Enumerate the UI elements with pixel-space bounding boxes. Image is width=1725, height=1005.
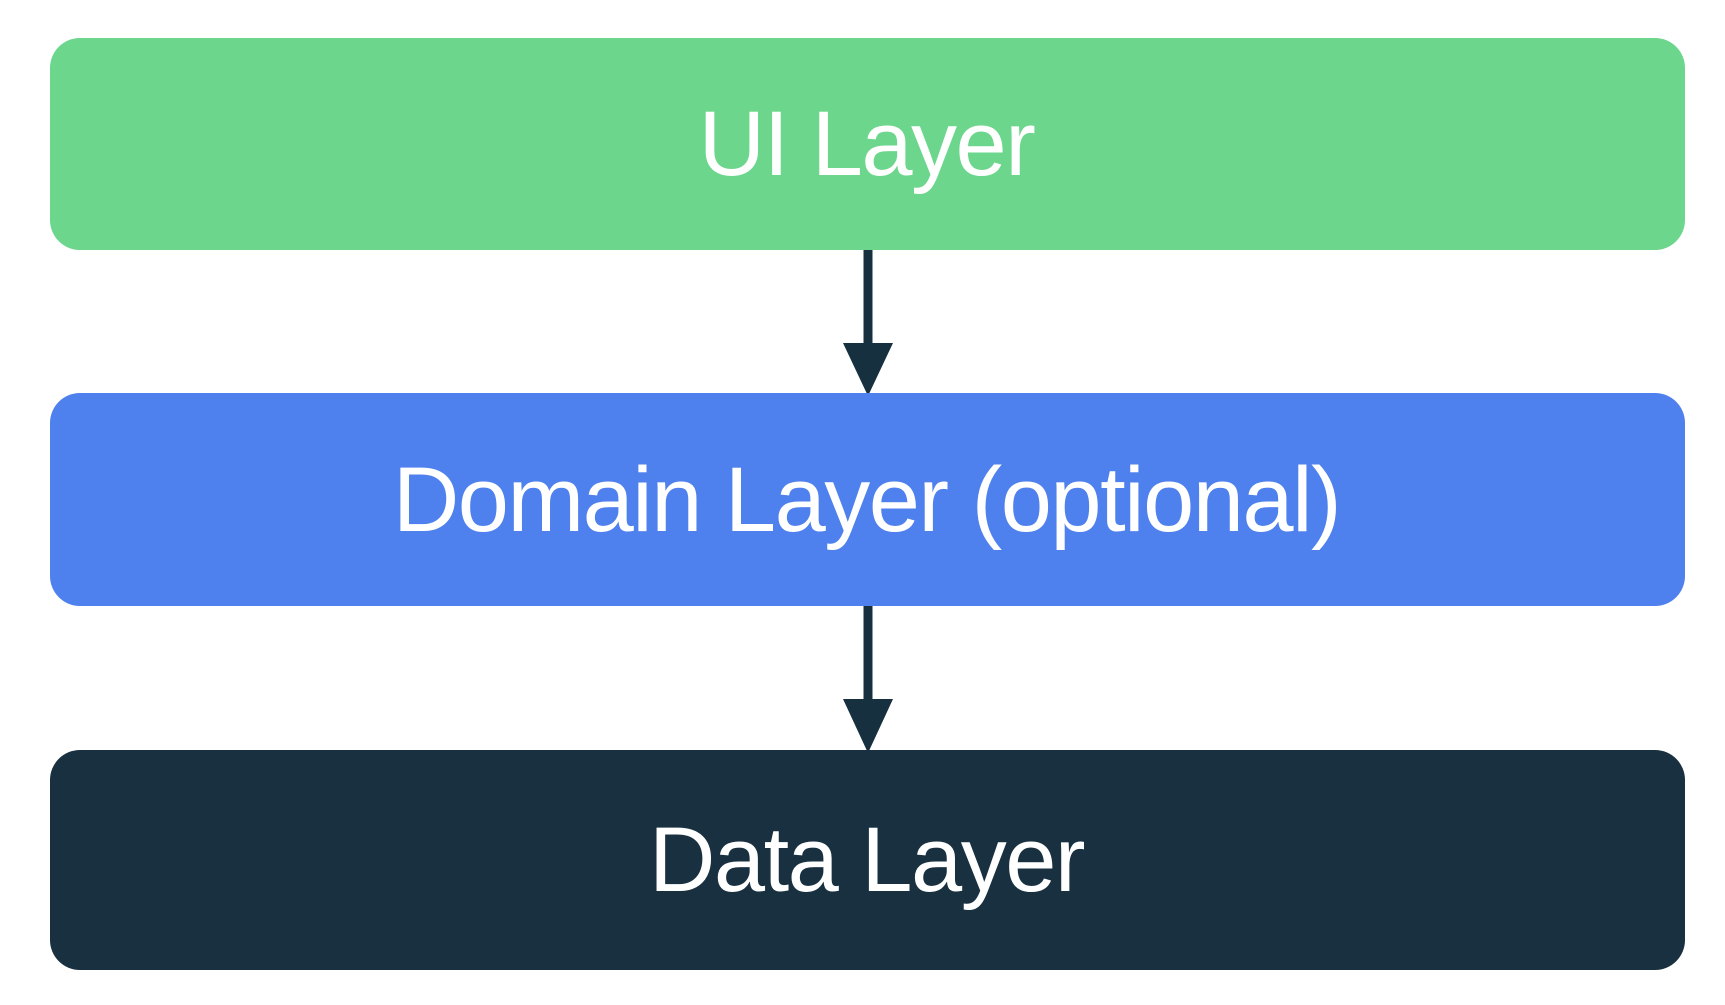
arrow-down-icon [843,250,893,396]
layer-label-ui: UI Layer [698,93,1036,195]
layer-label-data: Data Layer [648,809,1086,911]
arrow-ui-to-domain-icon [843,250,893,396]
layer-label-domain: Domain Layer (optional) [392,448,1342,551]
layer-box-ui[interactable]: UI Layer [50,38,1685,250]
arrow-down-icon [843,606,893,753]
arrow-domain-to-data-icon [843,606,893,753]
layer-box-domain[interactable]: Domain Layer (optional) [50,393,1685,606]
layer-box-data[interactable]: Data Layer [50,750,1685,970]
